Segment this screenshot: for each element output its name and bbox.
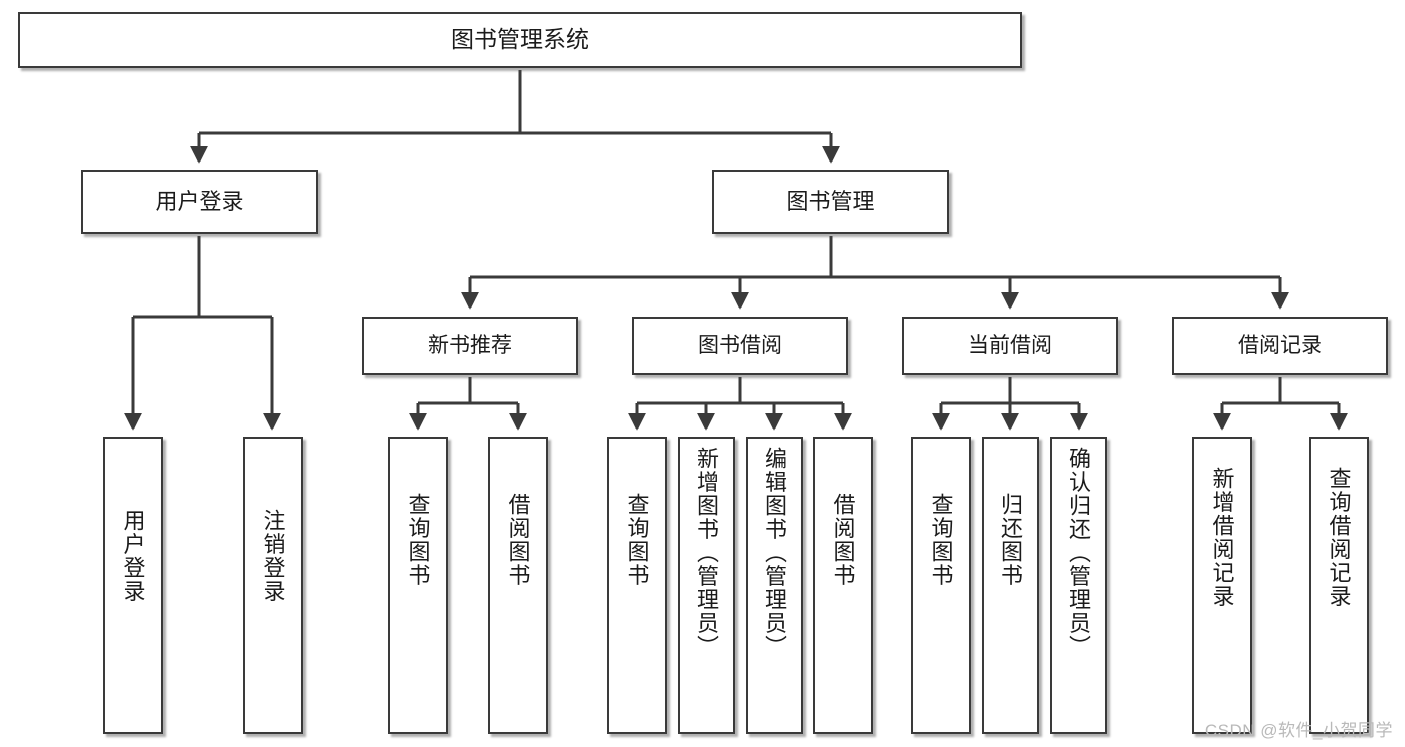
- node-leaf-confirm-return-label: 确认归还（管理员）: [1066, 447, 1092, 659]
- node-current-borrow[interactable]: 当前借阅: [902, 317, 1118, 375]
- node-leaf-return-book-label: 归还图书: [998, 493, 1024, 587]
- node-leaf-user-login[interactable]: 用户登录: [103, 437, 163, 734]
- node-leaf-borrow-book-2-label: 借阅图书: [830, 493, 856, 587]
- node-leaf-logout-login[interactable]: 注销登录: [243, 437, 303, 734]
- node-leaf-add-book-label: 新增图书（管理员）: [694, 447, 720, 659]
- node-leaf-borrow-book-2[interactable]: 借阅图书: [813, 437, 873, 734]
- node-user-login-label: 用户登录: [155, 189, 244, 215]
- node-leaf-user-login-label: 用户登录: [120, 509, 146, 603]
- node-leaf-return-book[interactable]: 归还图书: [982, 437, 1039, 734]
- node-leaf-logout-login-label: 注销登录: [260, 509, 286, 603]
- watermark-text: CSDN @软件_小贺同学: [1204, 721, 1393, 740]
- node-leaf-edit-book-label: 编辑图书（管理员）: [762, 447, 788, 659]
- node-leaf-query-book-1[interactable]: 查询图书: [388, 437, 448, 734]
- node-root-label: 图书管理系统: [451, 26, 589, 53]
- node-current-borrow-label: 当前借阅: [968, 333, 1052, 357]
- node-leaf-query-book-3[interactable]: 查询图书: [911, 437, 971, 734]
- node-leaf-borrow-book-1[interactable]: 借阅图书: [488, 437, 548, 734]
- node-new-book-recommend[interactable]: 新书推荐: [362, 317, 578, 375]
- node-borrow-record[interactable]: 借阅记录: [1172, 317, 1388, 375]
- node-book-borrow-label: 图书借阅: [698, 333, 782, 357]
- node-new-book-recommend-label: 新书推荐: [428, 333, 512, 357]
- node-leaf-query-book-1-label: 查询图书: [405, 493, 431, 587]
- node-user-login[interactable]: 用户登录: [81, 170, 318, 234]
- node-leaf-add-record-label: 新增借阅记录: [1209, 467, 1235, 608]
- node-book-manage[interactable]: 图书管理: [712, 170, 949, 234]
- node-leaf-edit-book[interactable]: 编辑图书（管理员）: [746, 437, 803, 734]
- node-leaf-query-record[interactable]: 查询借阅记录: [1309, 437, 1369, 734]
- node-leaf-query-book-2-label: 查询图书: [624, 493, 650, 587]
- node-leaf-query-book-3-label: 查询图书: [928, 493, 954, 587]
- node-book-borrow[interactable]: 图书借阅: [632, 317, 848, 375]
- node-borrow-record-label: 借阅记录: [1238, 333, 1322, 357]
- node-leaf-add-record[interactable]: 新增借阅记录: [1192, 437, 1252, 734]
- node-root[interactable]: 图书管理系统: [18, 12, 1022, 68]
- node-leaf-add-book[interactable]: 新增图书（管理员）: [678, 437, 735, 734]
- node-leaf-borrow-book-1-label: 借阅图书: [505, 493, 531, 587]
- node-book-manage-label: 图书管理: [786, 189, 875, 215]
- node-leaf-confirm-return[interactable]: 确认归还（管理员）: [1050, 437, 1107, 734]
- node-leaf-query-book-2[interactable]: 查询图书: [607, 437, 667, 734]
- node-leaf-query-record-label: 查询借阅记录: [1326, 467, 1352, 608]
